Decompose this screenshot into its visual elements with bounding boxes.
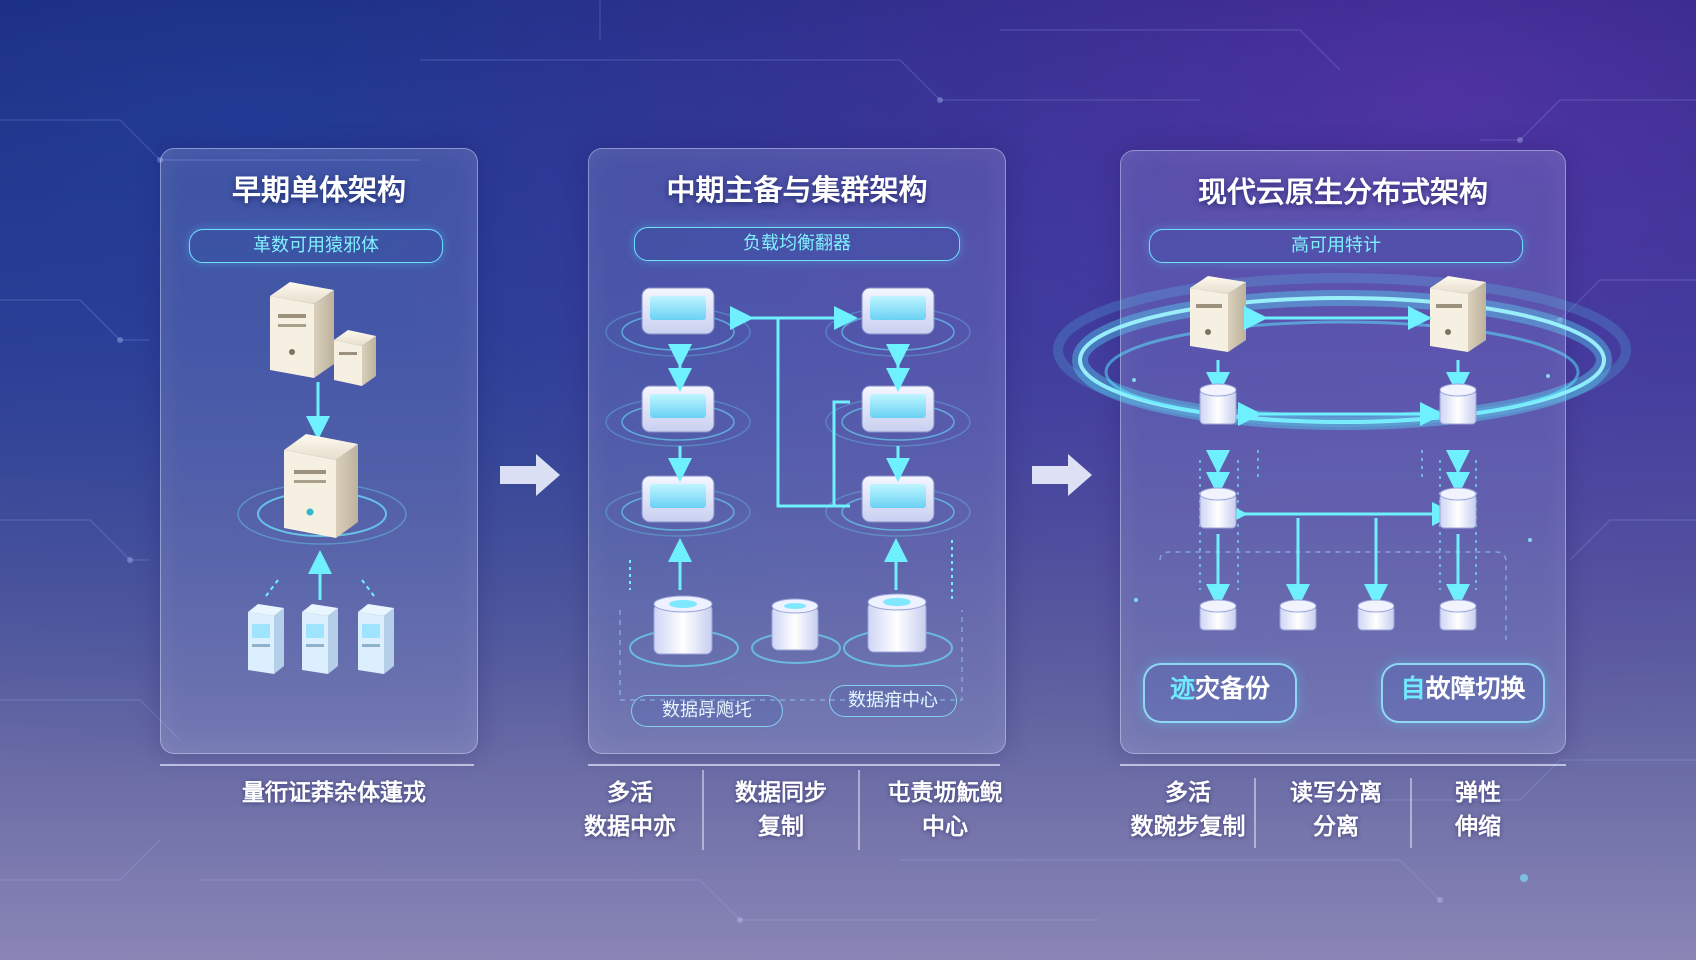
- server-icon: [270, 282, 334, 378]
- cluster-node-icon: [641, 475, 715, 523]
- database-icon: [653, 595, 713, 655]
- panel1-graphics: [237, 282, 407, 674]
- panel-title: 早期单体架构: [231, 173, 406, 207]
- caption-line: 弹性: [1455, 780, 1501, 806]
- panel-label-pill: 革数可用猿邪体: [189, 229, 443, 263]
- caption-line: 数据中亦: [584, 814, 676, 840]
- data-center-pill-left: 数据冔飑圫: [631, 695, 783, 727]
- database-icon: [771, 598, 819, 651]
- caption-divider: [1254, 778, 1256, 848]
- panel3-graphics: [1053, 273, 1631, 640]
- cluster-node-icon: [641, 287, 715, 335]
- database-icon: [1279, 599, 1317, 631]
- database-icon: [1357, 599, 1395, 631]
- database-icon: [1199, 487, 1237, 529]
- arrow-right-icon: [500, 454, 560, 496]
- failover-badge: 自故障切换: [1381, 663, 1545, 723]
- panel-modern-cloud-native: 现代云原生分布式架构 高可用特计 迹灾备份 自故障切换: [1120, 150, 1566, 754]
- caption-divider: [858, 770, 860, 850]
- database-icon: [1439, 487, 1477, 529]
- disaster-backup-text: 灾备份: [1195, 674, 1271, 703]
- server-icon: [1430, 276, 1486, 352]
- panel2-caption-3: 屯责坜魭鲵 中心: [872, 776, 1018, 844]
- caption-divider: [702, 770, 704, 850]
- load-balancer-pill: 负载均衡翻器: [634, 227, 960, 261]
- caption-line: 分离: [1313, 814, 1359, 840]
- caption-line: 数据同步: [735, 780, 827, 806]
- server-icon: [1190, 276, 1246, 352]
- caption-underline: [588, 764, 1000, 766]
- cluster-node-icon: [641, 385, 715, 433]
- panel2-graphics: [605, 287, 971, 701]
- panel1-caption: 量衎证莽杂体蓮戎: [242, 780, 426, 806]
- disaster-backup-prefix: 迹: [1169, 674, 1195, 703]
- cluster-node-icon: [861, 385, 935, 433]
- caption-line: 伸缩: [1455, 814, 1501, 840]
- database-icon: [1199, 599, 1237, 631]
- database-icon: [1439, 599, 1477, 631]
- client-server-icon: [302, 604, 338, 674]
- arrow-right-icon: [1032, 454, 1092, 496]
- high-availability-pill: 高可用特计: [1149, 229, 1523, 263]
- panel-title: 现代云原生分布式架构: [1197, 175, 1488, 209]
- client-server-icon: [248, 604, 284, 674]
- caption-line: 数踠步复制: [1130, 814, 1246, 840]
- database-icon: [1439, 383, 1477, 425]
- cluster-node-icon: [861, 475, 935, 523]
- failover-text: 故障切换: [1425, 674, 1526, 703]
- caption-line: 读写分离: [1290, 780, 1382, 806]
- database-icon: [1199, 383, 1237, 425]
- caption-divider: [1410, 778, 1412, 848]
- client-server-icon: [358, 604, 394, 674]
- failover-prefix: 自: [1400, 674, 1426, 703]
- panel3-caption-1: 多活 数踠步复制: [1118, 776, 1258, 844]
- caption-line: 多活: [607, 780, 653, 806]
- panel-title: 中期主备与集群架构: [666, 173, 928, 207]
- caption-underline: [1120, 764, 1566, 766]
- server-icon: [334, 330, 376, 386]
- panel2-caption-1: 多活 数据中亦: [568, 776, 692, 844]
- server-icon: [284, 434, 358, 538]
- disaster-backup-badge: 迹灾备份: [1143, 663, 1297, 723]
- caption-line: 复制: [758, 814, 804, 840]
- panel3-caption-3: 弹性 伸缩: [1420, 776, 1536, 844]
- caption-line: 多活: [1165, 780, 1211, 806]
- panel2-caption-2: 数据同步 复制: [716, 776, 846, 844]
- database-icon: [867, 593, 927, 653]
- caption-line: 屯责坜魭鲵: [887, 780, 1003, 806]
- caption-underline: [160, 764, 474, 766]
- cluster-node-icon: [861, 287, 935, 335]
- caption-line: 中心: [922, 814, 968, 840]
- panel3-caption-2: 读写分离 分离: [1268, 776, 1404, 844]
